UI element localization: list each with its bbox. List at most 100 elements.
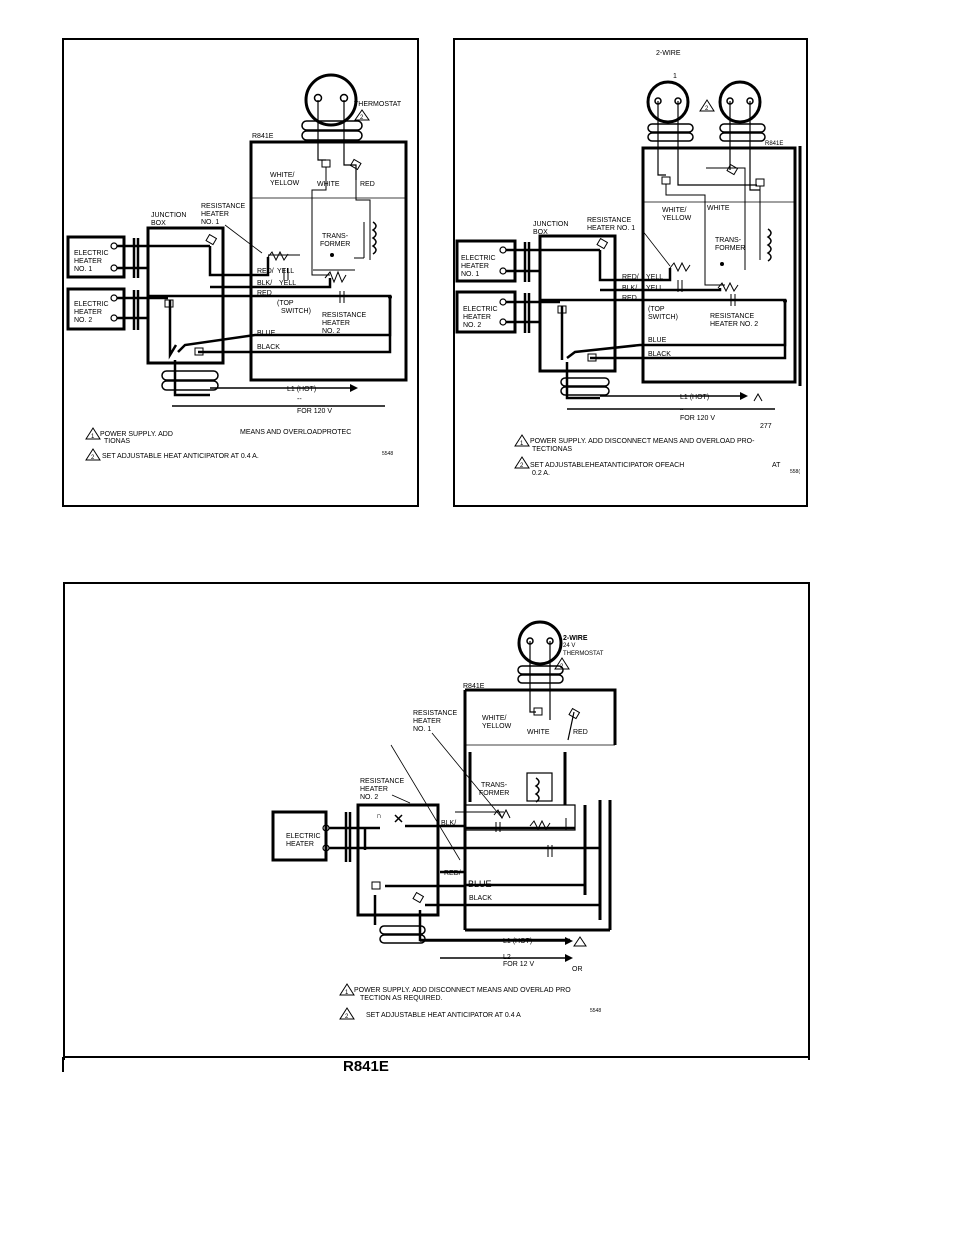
electric-heater-1-box	[455, 239, 517, 283]
note-2-at: AT	[772, 462, 781, 469]
relay-housing-a	[641, 146, 797, 384]
resistance-heater-1-label: RESISTANCE	[201, 203, 246, 210]
electric-heater-2-label: NO. 2	[74, 317, 92, 324]
white-yellow-label-2: YELLOW	[662, 215, 692, 222]
l1-hot-label: L1 (HOT)	[503, 938, 532, 945]
note-1-number: 1	[91, 434, 95, 440]
l1-hot-label: L1 (HOT)	[287, 386, 316, 393]
electric-heater-1-label: HEATER	[461, 263, 489, 270]
resistance-heater-2-label: RESISTANCE	[360, 778, 405, 785]
note-1-text: POWER SUPPLY. ADD DISCONNECT MEANS AND O…	[530, 438, 755, 445]
wire-blk-yell-label: BLK/	[622, 285, 637, 292]
red-label: RED	[360, 181, 375, 188]
top-switch-label: (TOP	[648, 306, 665, 313]
connector-mark: ∩	[376, 811, 382, 820]
diagram-panel-2	[453, 38, 808, 507]
wire-blk-label: BLK/	[441, 820, 456, 827]
electric-heater-1-label: NO. 1	[74, 266, 92, 273]
electric-heater-label: ELECTRIC	[286, 833, 321, 840]
resistance-heater-2-label: RESISTANCE	[710, 313, 755, 320]
electric-heater-1-label: ELECTRIC	[461, 255, 496, 262]
l1-hot-label: L1 (HOT)	[680, 394, 709, 401]
note-2-marker	[699, 99, 715, 112]
note-2-text: SET ADJUSTABLE HEAT ANTICIPATOR AT 0.4 A…	[102, 453, 259, 460]
resistance-heater-1-label: NO. 1	[201, 219, 219, 226]
note-1-number: 1	[345, 990, 349, 996]
wire-black-label: BLACK	[257, 344, 280, 351]
thermostat-symbol-3	[517, 620, 564, 684]
note-1-marker	[339, 983, 355, 996]
transformer-label: FORMER	[320, 241, 350, 248]
electric-heater-1-label: HEATER	[74, 258, 102, 265]
junction-box-label: JUNCTION	[151, 212, 186, 219]
note-2-number: 2	[345, 1014, 349, 1020]
electric-heater-2-label: ELECTRIC	[463, 306, 498, 313]
top-switch-label: SWITCH)	[281, 308, 311, 315]
note-2-marker	[354, 109, 370, 121]
thermostat-label: THERMOSTAT	[354, 101, 402, 108]
figure-code: 5548	[382, 451, 393, 457]
thermostat-label: THERMOSTAT	[563, 651, 604, 657]
note-1-text: POWER SUPPLY. ADD	[100, 431, 173, 438]
thermostat-1-number: 1	[673, 73, 677, 80]
device-label: R841E	[765, 141, 783, 147]
note-2-marker	[514, 456, 530, 469]
note-2-marker	[85, 448, 101, 461]
figure-code: 5548	[590, 1008, 601, 1014]
note-2-number: 2	[520, 463, 524, 469]
note-2-number: 2	[705, 106, 709, 112]
note-2-marker	[339, 1007, 355, 1020]
resistance-heater-1-label: HEATER	[413, 718, 441, 725]
red-label: RED	[573, 729, 588, 736]
note-2-number: 2	[560, 664, 564, 670]
note-1-text: TECTIONAS	[532, 446, 572, 453]
transformer-label: TRANS-	[715, 237, 742, 244]
electric-heater-1-label: NO. 1	[461, 271, 479, 278]
junction-box-label: BOX	[533, 229, 548, 236]
electric-heater-2-box	[66, 287, 126, 331]
electric-heater-2-box	[455, 290, 517, 334]
wire-red-label: RED/	[444, 870, 461, 877]
electric-heater-2-label: HEATER	[74, 309, 102, 316]
dash-mark: --	[680, 407, 684, 413]
dash-mark: --	[297, 396, 302, 403]
electric-heater-2-label: ELECTRIC	[74, 301, 109, 308]
white-yellow-label-1: WHITE/	[662, 207, 687, 214]
electric-heater-1-label: ELECTRIC	[74, 250, 109, 257]
wire-red-label: RED	[622, 295, 637, 302]
electric-heater-label: HEATER	[286, 841, 314, 848]
resistance-heater-1-label: RESISTANCE	[587, 217, 632, 224]
resistance-heater-2-label: HEATER	[322, 320, 350, 327]
model-title: R841E	[343, 1058, 389, 1075]
wire-red-yell-label: RED/	[257, 268, 274, 275]
resistance-heater-1-label: NO. 1	[413, 726, 431, 733]
note-2-marker	[554, 657, 570, 670]
for-120v-label: FOR 120 V	[680, 415, 715, 422]
white-yellow-label-1: WHITE/	[482, 715, 507, 722]
resistance-heater-2-label: HEATER NO. 2	[710, 321, 758, 328]
junction-box-label: BOX	[151, 220, 166, 227]
transformer-label: FORMER	[479, 790, 509, 797]
wire-red-yell-label: YELL	[277, 268, 294, 275]
electric-heater-1-box	[66, 235, 126, 279]
note-2-number: 2	[360, 115, 364, 121]
voltage-277-label: 277	[760, 423, 772, 430]
figure-code: 558(	[790, 469, 800, 475]
junction-box	[538, 234, 617, 373]
wire-red-yell-label: YELL	[646, 274, 663, 281]
note-2-text: SET ADJUSTABLE HEAT ANTICIPATOR AT 0.4 A	[366, 1012, 521, 1019]
junction-box	[356, 803, 440, 917]
device-label: R841E	[463, 683, 485, 690]
white-yellow-label-1: WHITE/	[270, 172, 295, 179]
diagram-panel-1	[62, 38, 419, 507]
junction-box-label: JUNCTION	[533, 221, 568, 228]
white-label: WHITE	[317, 181, 340, 188]
note-1-text: TECTION AS REQUIRED.	[360, 995, 443, 1002]
transformer-label: FORMER	[715, 245, 745, 252]
for-120v-label: FOR 120 V	[297, 408, 332, 415]
top-switch-label: (TOP	[277, 300, 294, 307]
note-2-text: SET ADJUSTABLEHEATANTICIPATOR OFEACH	[530, 462, 684, 469]
note-1-text: MEANS AND OVERLOADPROTEC	[240, 429, 351, 436]
note-2-text: 0.2 A.	[532, 470, 550, 477]
